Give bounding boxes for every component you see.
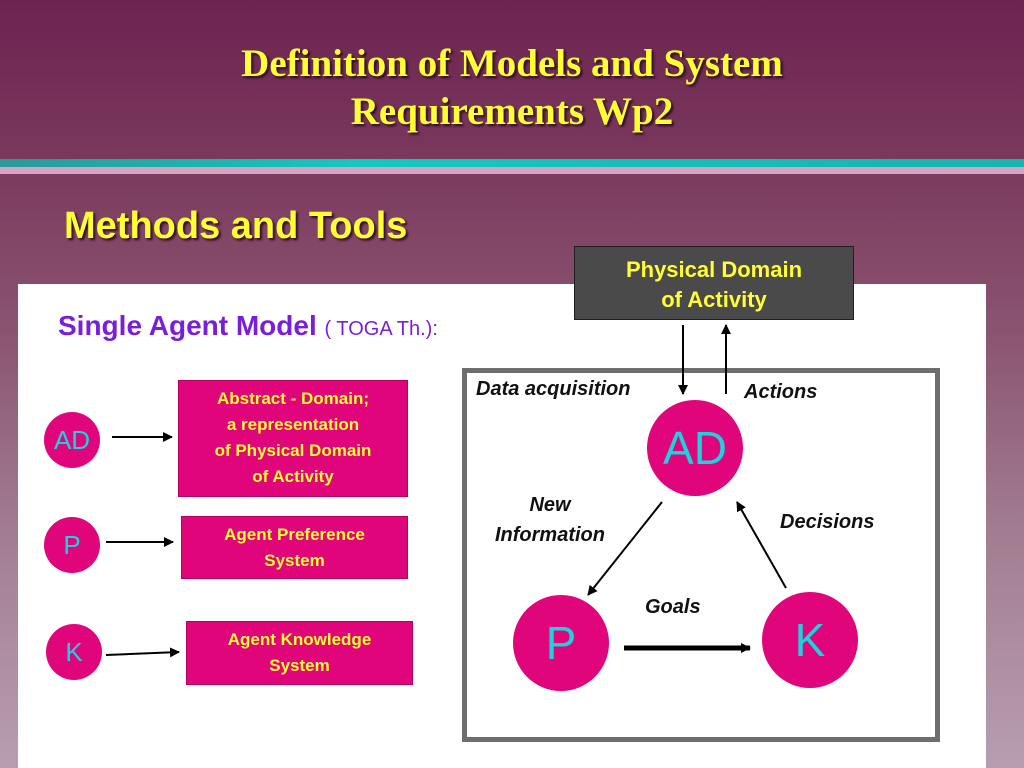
legend-box-ad: Abstract - Domain; a representation of P… xyxy=(178,380,408,497)
legend-node-p: P xyxy=(44,517,100,573)
legend-box-k-line1: Agent Knowledge xyxy=(227,630,372,649)
model-title: Single Agent Model ( TOGA Th.): xyxy=(58,310,438,342)
label-actions: Actions xyxy=(744,381,818,403)
slide-subtitle: Methods and Tools xyxy=(64,205,408,247)
slide-title-line2: Requirements Wp2 xyxy=(350,90,674,133)
node-p: P xyxy=(513,595,609,691)
legend-box-k: Agent Knowledge System xyxy=(186,621,413,685)
physical-domain-box: Physical Domain of Activity xyxy=(574,246,854,320)
content-panel xyxy=(18,284,986,768)
legend-box-ad-line3: of Physical Domain xyxy=(214,441,372,460)
legend-box-ad-line4: of Activity xyxy=(252,467,334,486)
label-new-information: New Information xyxy=(478,490,622,550)
legend-box-p-line2: System xyxy=(264,551,325,570)
legend-box-p-line1: Agent Preference xyxy=(224,525,365,544)
label-data-acquisition: Data acquisition xyxy=(476,378,631,400)
model-title-paren: ( TOGA Th.): xyxy=(324,318,438,340)
model-title-main: Single Agent Model xyxy=(58,310,317,341)
legend-node-ad: AD xyxy=(44,412,100,468)
label-goals: Goals xyxy=(645,596,701,618)
legend-node-k: K xyxy=(46,624,102,680)
title-divider-teal xyxy=(0,159,1024,167)
legend-box-ad-line1: Abstract - Domain; xyxy=(216,389,370,408)
label-decisions: Decisions xyxy=(780,511,875,533)
diagram-frame xyxy=(462,368,940,742)
legend-box-ad-line2: a representation xyxy=(226,415,360,434)
legend-box-k-line2: System xyxy=(269,656,330,675)
legend-box-p: Agent Preference System xyxy=(181,516,408,579)
node-k: K xyxy=(762,592,858,688)
slide-title: Definition of Models and System Requirem… xyxy=(0,40,1024,136)
node-ad: AD xyxy=(647,400,743,496)
label-new-information-line2: Information xyxy=(495,524,605,546)
title-divider-pink xyxy=(0,167,1024,174)
physical-domain-line2: of Activity xyxy=(661,287,767,312)
physical-domain-line1: Physical Domain xyxy=(625,257,803,282)
label-new-information-line1: New xyxy=(529,494,571,516)
slide-title-line1: Definition of Models and System xyxy=(241,42,783,85)
